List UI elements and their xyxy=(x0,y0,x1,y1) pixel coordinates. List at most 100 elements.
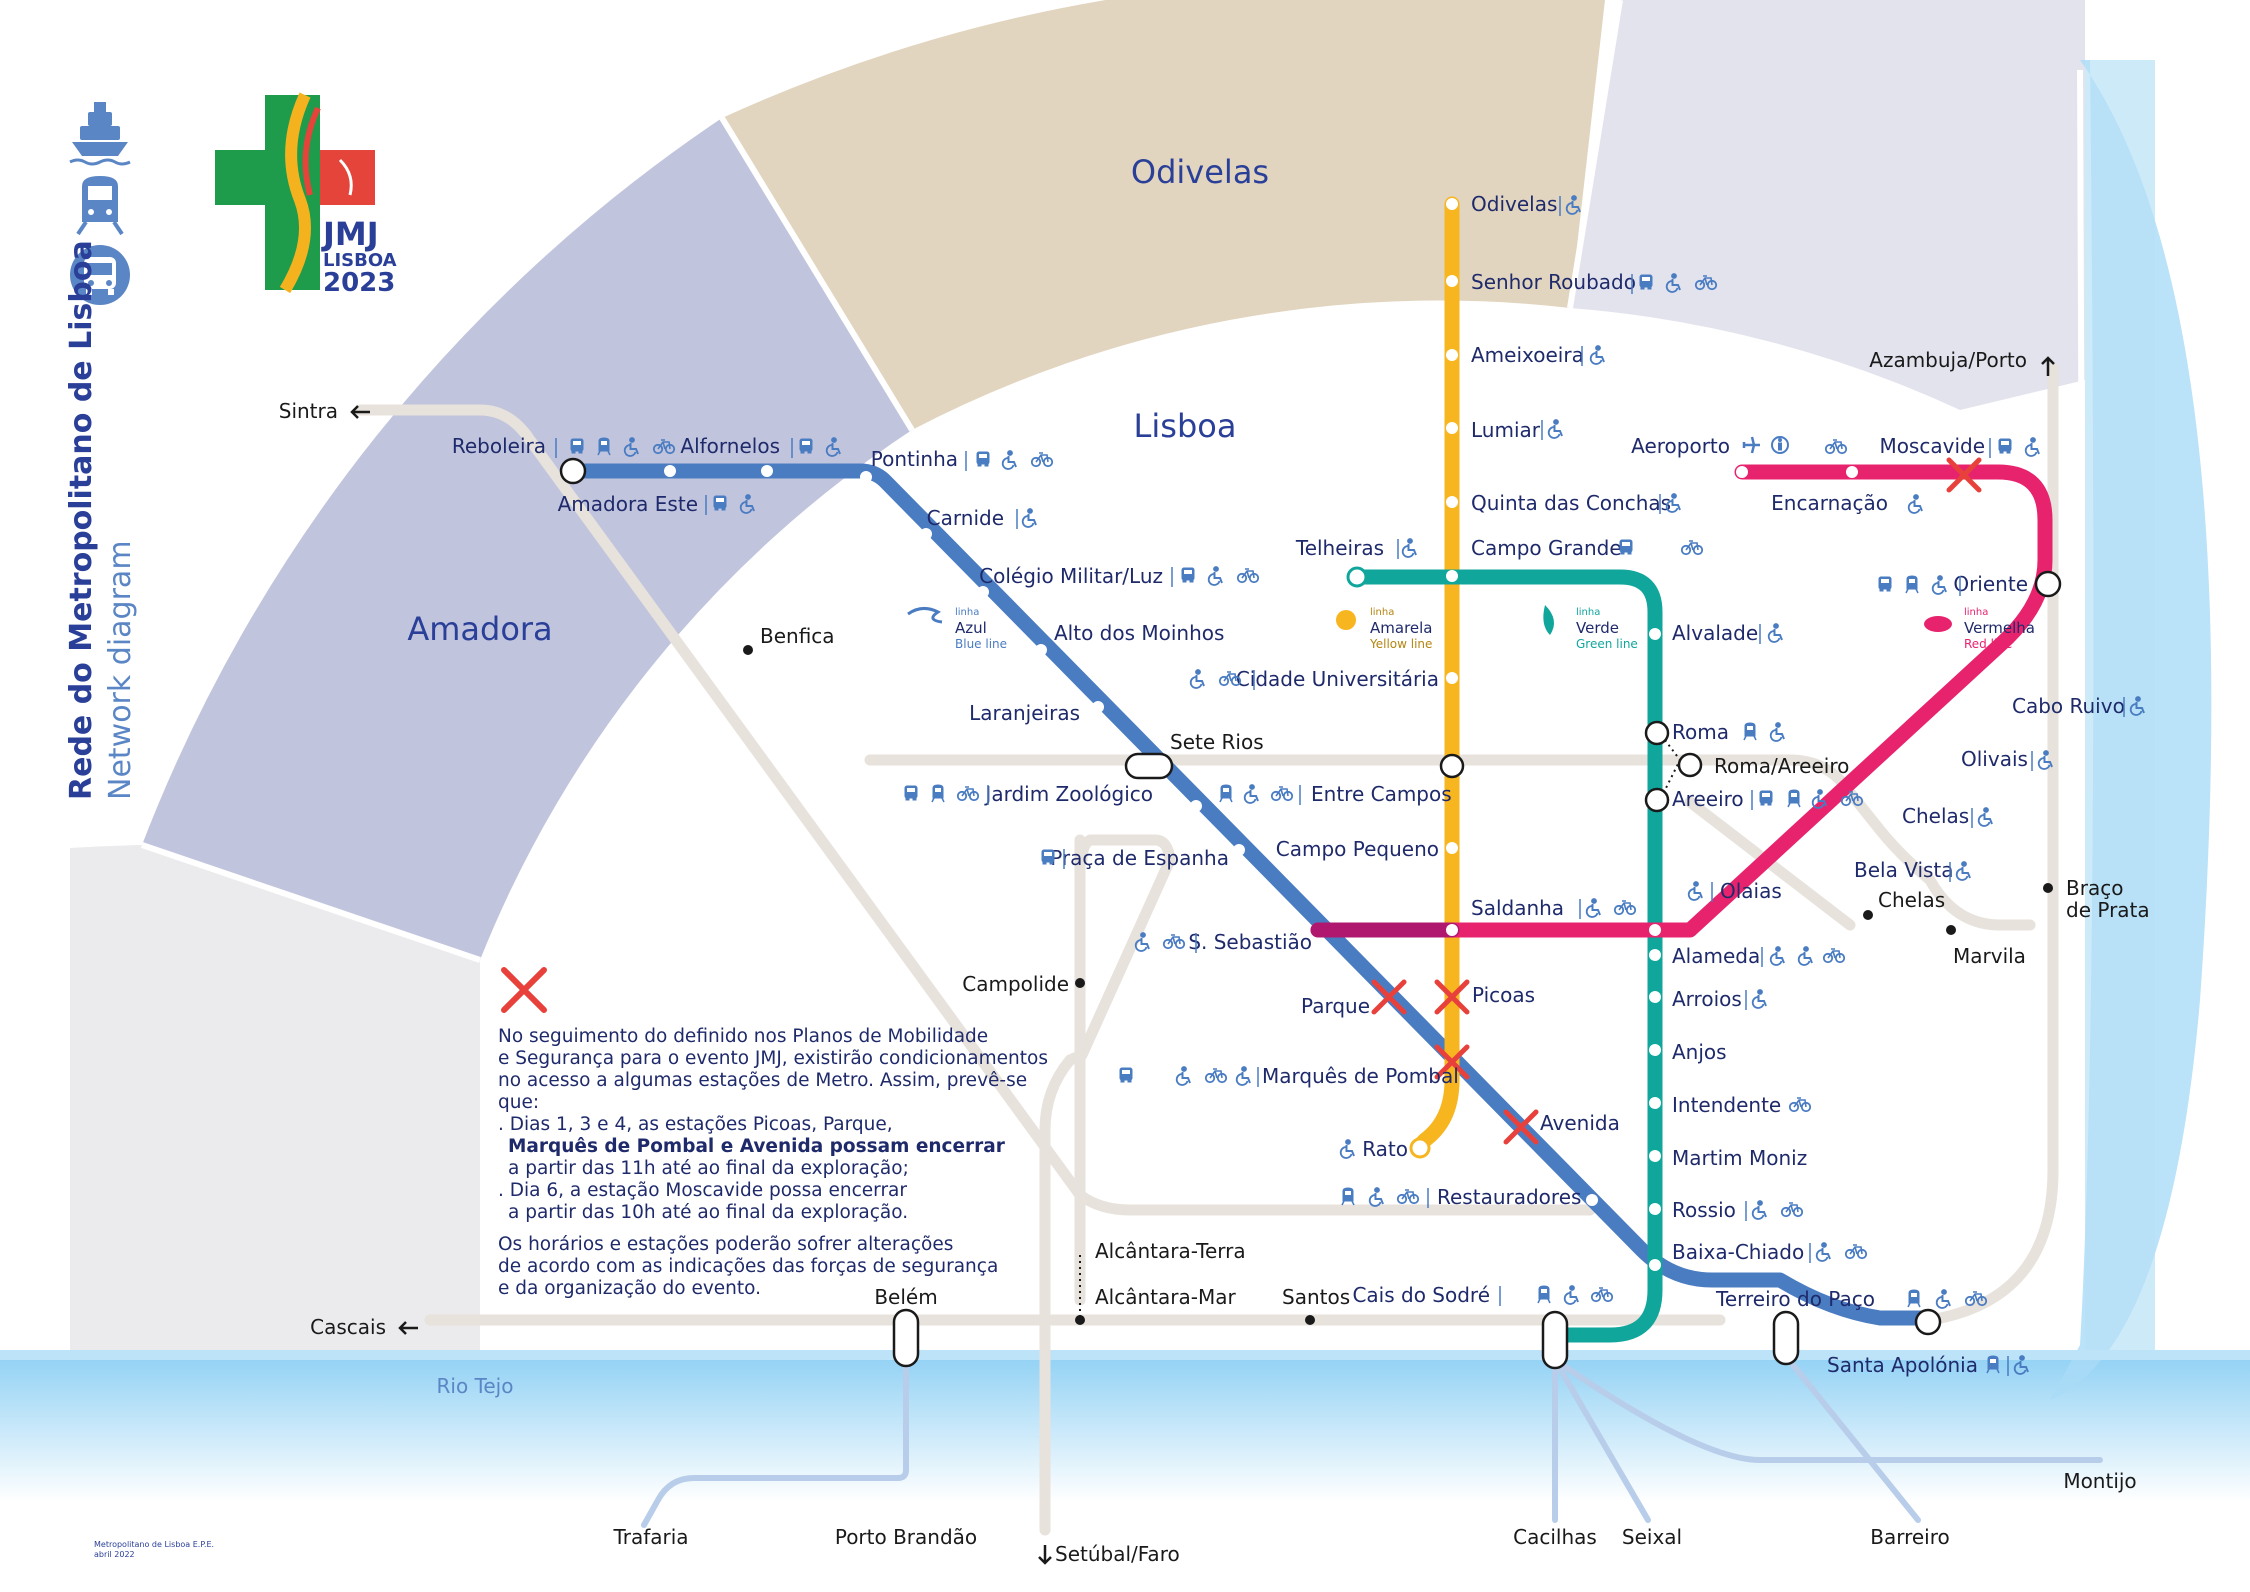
station-rossio: Rossio xyxy=(1672,1198,1736,1222)
direction-arrows xyxy=(350,356,2055,1565)
bike-icon xyxy=(1788,1097,1812,1113)
bike-icon xyxy=(1590,1287,1614,1303)
bike-icon xyxy=(1204,1068,1228,1084)
station-odivelas: Odivelas xyxy=(1471,192,1557,216)
place-barreiro: Barreiro xyxy=(1870,1525,1950,1549)
wheelchair-icon xyxy=(1585,897,1601,918)
bus-icon xyxy=(1639,274,1653,290)
place-benfica: Benfica xyxy=(760,624,835,648)
train-icon xyxy=(76,176,124,236)
notice-intro-3: no acesso a algumas estações de Metro. A… xyxy=(498,1070,1028,1113)
region-amadora: Amadora xyxy=(407,610,552,648)
bike-icon xyxy=(1236,568,1260,584)
map-subtitle: Network diagram xyxy=(103,540,138,800)
bus-icon xyxy=(1181,567,1195,583)
station-areeiro: Areeiro xyxy=(1672,787,1744,811)
station-carnide: Carnide xyxy=(927,506,1004,530)
station-laranjeiras: Laranjeiras xyxy=(969,701,1080,725)
legend-red: linha Vermelha Red line xyxy=(1924,607,2035,651)
station-s-sebastiao: S. Sebastião xyxy=(1188,930,1312,954)
loures-zone xyxy=(1570,0,2085,410)
place-sete-rios: Sete Rios xyxy=(1170,730,1264,754)
bike-icon xyxy=(1780,1202,1804,1218)
station-oriente: Oriente xyxy=(1953,572,2028,596)
station-amadora-este: Amadora Este xyxy=(558,492,698,516)
station-reboleira: Reboleira xyxy=(452,434,546,458)
notice-item-1b: Marquês de Pombal e Avenida possam encer… xyxy=(508,1136,1005,1157)
station-anjos: Anjos xyxy=(1672,1040,1727,1064)
station-alto-moinhos: Alto dos Moinhos xyxy=(1054,621,1224,645)
line-legend: linha Azul Blue line linha Amarela Yello… xyxy=(907,605,2035,651)
svg-text:Verde: Verde xyxy=(1576,619,1619,637)
station-telheiras: Telheiras xyxy=(1295,536,1384,560)
place-setubal-faro: Setúbal/Faro xyxy=(1055,1542,1180,1566)
svg-text:LISBOA: LISBOA xyxy=(323,250,397,271)
wheelchair-icon xyxy=(1368,1186,1384,1207)
station-praca-espanha: Praça de Espanha xyxy=(1050,846,1229,870)
notice-intro-1: No seguimento do definido nos Planos de … xyxy=(498,1026,989,1047)
bus-icon xyxy=(1619,539,1633,555)
ferry-icon xyxy=(69,102,131,166)
blue-line xyxy=(565,463,1936,1326)
place-porto-brandao: Porto Brandão xyxy=(835,1525,977,1549)
station-encarnacao: Encarnação xyxy=(1771,491,1888,515)
wheelchair-icon xyxy=(1815,1241,1831,1262)
bus-icon xyxy=(1119,1067,1133,1083)
place-sintra: Sintra xyxy=(279,399,338,423)
station-marques-pombal: Marquês de Pombal xyxy=(1262,1064,1459,1088)
wheelchair-icon xyxy=(1339,1138,1355,1159)
station-alameda: Alameda xyxy=(1672,944,1760,968)
footer: Metropolitano de Lisboa E.P.E. abril 202… xyxy=(94,1540,214,1560)
station-parque: Parque xyxy=(1301,994,1370,1018)
green-line xyxy=(1349,569,1663,1343)
region-river: Rio Tejo xyxy=(437,1374,514,1398)
bus-icon xyxy=(1878,576,1892,592)
region-odivelas: Odivelas xyxy=(1131,153,1269,191)
bus-icon xyxy=(1759,790,1773,806)
bike-icon xyxy=(1844,1244,1868,1260)
station-quinta-conchas: Quinta das Conchas xyxy=(1471,491,1671,515)
ferry-routes xyxy=(641,1352,2103,1528)
station-dots xyxy=(664,198,2011,1271)
svg-text:linha: linha xyxy=(1576,607,1600,618)
place-braco-prata-1: Braço xyxy=(2066,876,2123,900)
metro-labels: Reboleira Amadora Este Alfornelos Pontin… xyxy=(452,192,2125,1377)
station-cais-sodre: Cais do Sodré xyxy=(1352,1283,1490,1307)
bus-icon xyxy=(1998,438,2012,454)
station-picoas: Picoas xyxy=(1472,983,1535,1007)
wheelchair-icon xyxy=(1243,783,1259,804)
place-campolide: Campolide xyxy=(962,972,1069,996)
region-lisboa: Lisboa xyxy=(1134,407,1237,445)
red-line xyxy=(1310,464,2053,938)
service-icons xyxy=(570,194,2145,1375)
svg-text:JMJ: JMJ xyxy=(321,215,379,253)
train-icon xyxy=(931,784,945,803)
arrow-up-icon xyxy=(2041,356,2055,376)
station-olivais: Olivais xyxy=(1961,747,2028,771)
station-arroios: Arroios xyxy=(1672,987,1742,1011)
arrow-down-icon xyxy=(1038,1545,1052,1565)
train-icon xyxy=(1219,784,1233,803)
station-olaias: Olaias xyxy=(1720,879,1782,903)
place-braco-prata-2: de Prata xyxy=(2066,898,2150,922)
notice-item-2b: a partir das 10h até ao final da explora… xyxy=(508,1202,909,1223)
station-roma: Roma xyxy=(1672,720,1729,744)
amadora-zone xyxy=(142,118,912,960)
place-montijo: Montijo xyxy=(2063,1469,2136,1493)
station-rato: Rato xyxy=(1362,1137,1408,1161)
bus-icon xyxy=(976,451,990,467)
svg-text:Azul: Azul xyxy=(955,619,987,637)
svg-text:Red line: Red line xyxy=(1964,637,2012,651)
notice-item-2: . Dia 6, a estação Moscavide possa encer… xyxy=(498,1180,907,1201)
place-alcantara-mar: Alcântara-Mar xyxy=(1095,1285,1236,1309)
place-cacilhas: Cacilhas xyxy=(1513,1525,1597,1549)
station-campo-grande: Campo Grande xyxy=(1471,536,1622,560)
jmj-notice: No seguimento do definido nos Planos de … xyxy=(498,1026,1058,1310)
legend-blue: linha Azul Blue line xyxy=(907,607,1007,651)
notice-outro-1: Os horários e estações poderão sofrer al… xyxy=(498,1234,954,1255)
place-trafaria: Trafaria xyxy=(612,1525,688,1549)
station-baixa-chiado: Baixa-Chiado xyxy=(1672,1240,1804,1264)
wheelchair-icon xyxy=(1021,507,1037,528)
station-ameixoeira: Ameixoeira xyxy=(1471,343,1584,367)
